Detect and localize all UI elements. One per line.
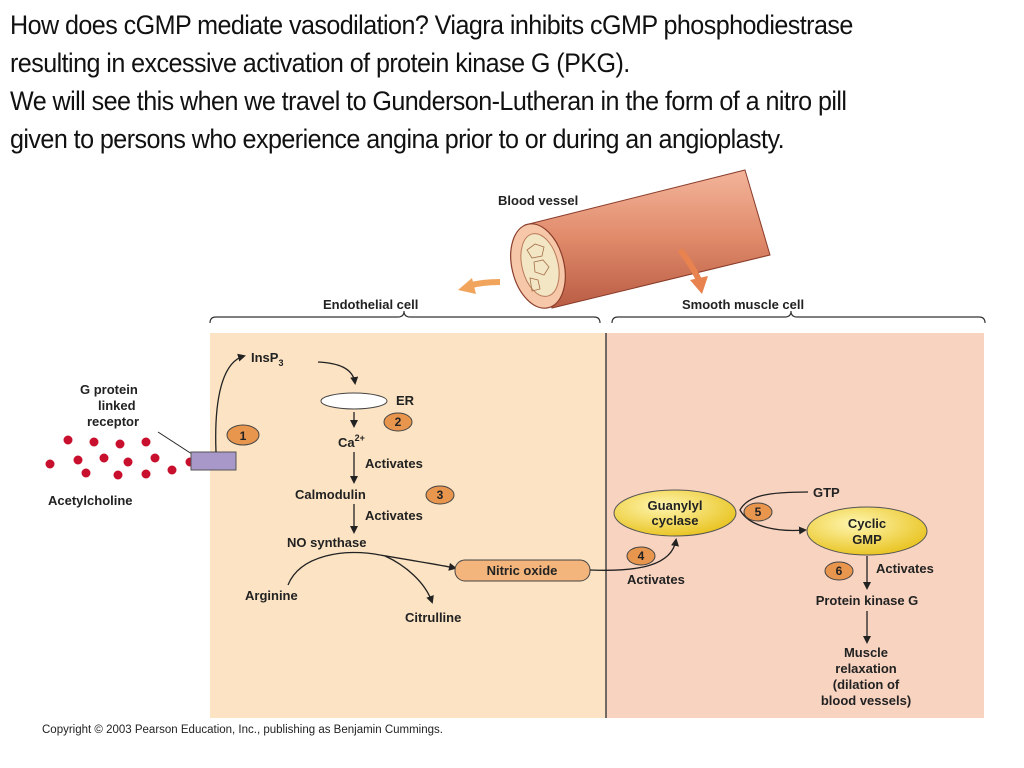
smooth-muscle-bracket xyxy=(611,310,986,324)
guanylyl-cyclase-label-2: cyclase xyxy=(652,513,699,528)
gtp-to-cgmp-arrow xyxy=(739,491,809,535)
endothelial-cell-region xyxy=(210,333,606,718)
step-6-badge: 6 xyxy=(824,561,854,581)
svg-text:6: 6 xyxy=(836,564,843,578)
muscle-relaxation-label-2: relaxation xyxy=(835,661,896,676)
endothelial-bracket xyxy=(209,310,601,324)
slide-text: How does cGMP mediate vasodilation? Viag… xyxy=(10,6,940,158)
slide-line-2: resulting in excessive activation of pro… xyxy=(10,48,630,78)
arginine-label: Arginine xyxy=(245,588,298,603)
svg-text:4: 4 xyxy=(638,549,645,563)
reaction-arc xyxy=(287,551,457,586)
receptor-label-1: G protein xyxy=(80,382,138,397)
step-4-badge: 4 xyxy=(626,546,656,566)
svg-text:5: 5 xyxy=(755,505,762,519)
svg-text:2: 2 xyxy=(395,415,402,429)
svg-text:1: 1 xyxy=(240,429,247,443)
er-organelle xyxy=(320,392,388,410)
endothelial-cell-label: Endothelial cell xyxy=(323,297,418,312)
step-5-badge: 5 xyxy=(743,502,773,522)
muscle-relaxation-label-4: blood vessels) xyxy=(821,693,911,708)
receptor-label-2: linked xyxy=(98,398,136,413)
copyright-notice: Copyright © 2003 Pearson Education, Inc.… xyxy=(42,724,443,736)
no-synthase-label: NO synthase xyxy=(287,535,366,550)
g-protein-receptor xyxy=(190,451,237,471)
slide-line-4: given to persons who experience angina p… xyxy=(10,124,785,154)
receptor-pointer xyxy=(157,431,196,457)
slide-line-3: We will see this when we travel to Gunde… xyxy=(10,86,847,116)
arrow-no-to-guanylyl-cyclase xyxy=(589,538,679,571)
svg-text:3: 3 xyxy=(437,488,444,502)
acetylcholine-label: Acetylcholine xyxy=(48,493,133,508)
muscle-relaxation-label-1: Muscle xyxy=(844,645,888,660)
citrulline-label: Citrulline xyxy=(405,610,461,625)
arrow-to-citrulline xyxy=(384,555,434,604)
slide-line-1: How does cGMP mediate vasodilation? Viag… xyxy=(10,10,853,40)
step-2-badge: 2 xyxy=(383,412,413,432)
receptor-label-3: receptor xyxy=(87,414,139,429)
step-3-badge: 3 xyxy=(425,485,455,505)
ca-label: Ca2+ xyxy=(338,433,365,450)
arrow-insp3-to-er xyxy=(317,361,359,385)
insp3-label: InsP3 xyxy=(251,350,283,368)
guanylyl-cyclase-enzyme xyxy=(613,489,737,537)
muscle-relaxation-label-3: (dilation of xyxy=(833,677,900,692)
blood-vessel-label: Blood vessel xyxy=(498,193,578,208)
cyclic-gmp-label-1: Cyclic xyxy=(848,516,886,531)
activates-label-1: Activates xyxy=(365,456,423,471)
blood-vessel-illustration xyxy=(458,169,771,309)
acetylcholine-molecules xyxy=(45,435,195,480)
protein-kinase-g-label: Protein kinase G xyxy=(816,593,919,608)
activates-label-3: Activates xyxy=(627,572,685,587)
activates-label-2: Activates xyxy=(365,508,423,523)
cyclic-gmp-label-2: GMP xyxy=(852,532,882,547)
calmodulin-label: Calmodulin xyxy=(295,487,366,502)
smooth-muscle-cell-label: Smooth muscle cell xyxy=(682,297,804,312)
guanylyl-cyclase-label-1: Guanylyl xyxy=(648,498,703,513)
er-label: ER xyxy=(396,393,415,408)
step-1-badge: 1 xyxy=(226,424,260,446)
nitric-oxide-label: Nitric oxide xyxy=(487,563,558,578)
gtp-label: GTP xyxy=(813,485,840,500)
cyclic-gmp-molecule xyxy=(806,506,928,556)
arrow-receptor-to-insp3 xyxy=(215,353,246,453)
activates-label-4: Activates xyxy=(876,561,934,576)
